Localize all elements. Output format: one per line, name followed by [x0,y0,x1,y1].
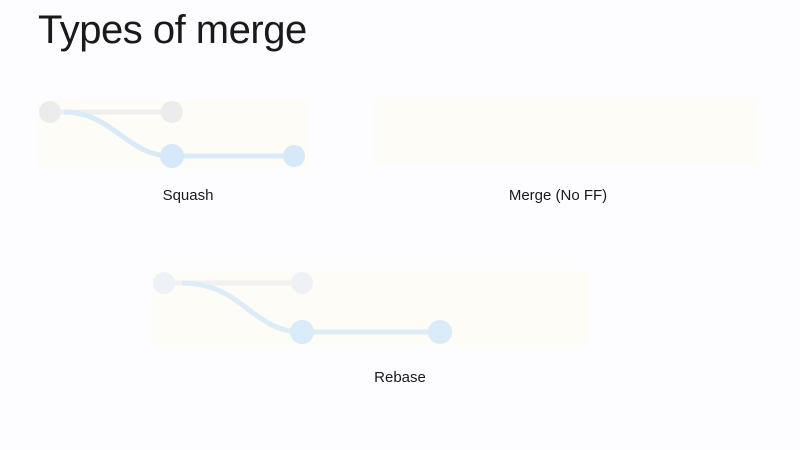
commit-node [153,272,175,294]
branch-curve [63,109,173,159]
slide-title: Types of merge [38,8,307,52]
commit-node [290,320,314,344]
commit-node [283,145,305,167]
branch-curve [181,280,303,335]
squash-diagram [38,100,308,168]
rebase-caption: Rebase [374,369,426,386]
commit-node [39,101,61,123]
commit-node [161,101,183,123]
commit-node [428,320,452,344]
squash-graph [39,101,305,168]
commit-node [291,272,313,294]
commit-node [160,144,184,168]
rebase-graph [153,272,452,344]
rebase-diagram [152,270,588,346]
merge-no-ff-caption: Merge (No FF) [508,187,608,204]
merge-no-ff-diagram [374,98,758,164]
squash-caption: Squash [162,187,214,204]
